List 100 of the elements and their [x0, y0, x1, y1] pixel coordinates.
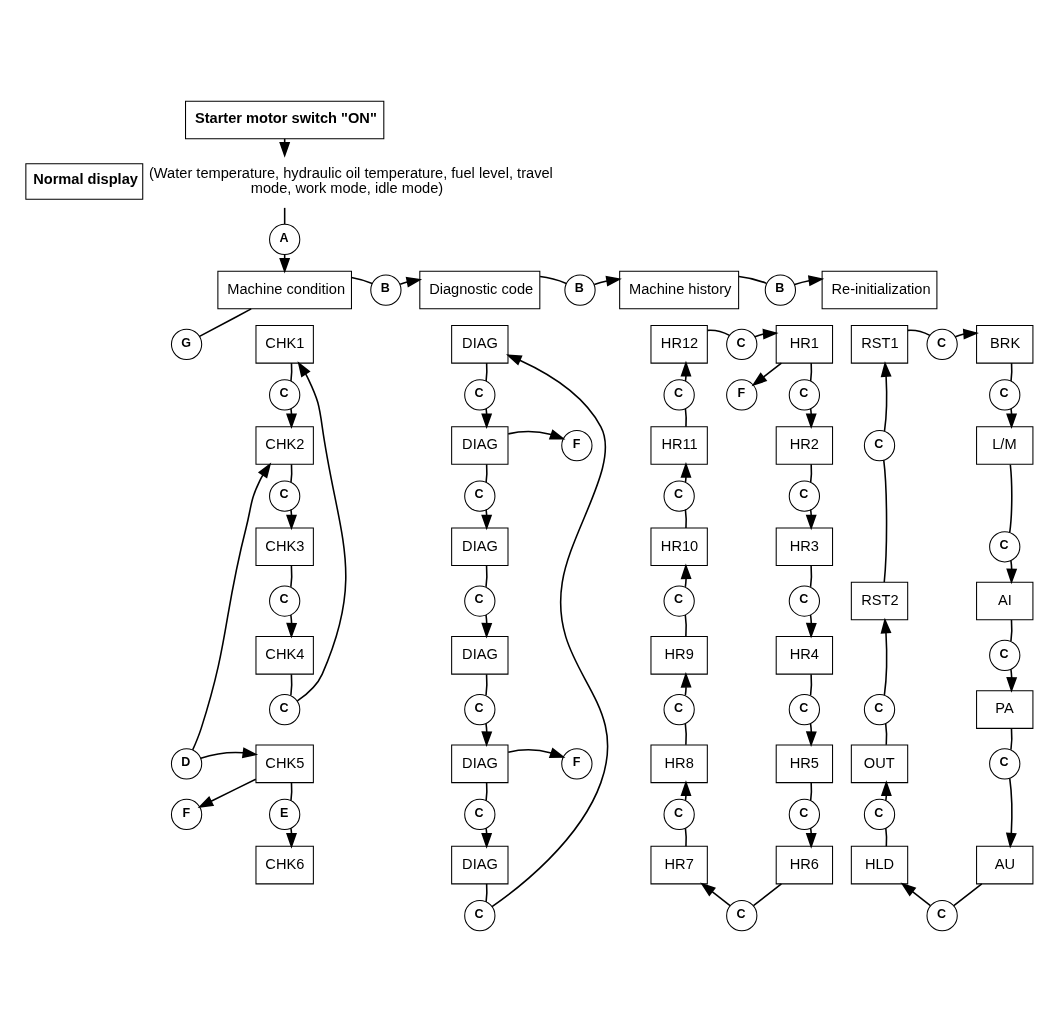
node-box: HR6 — [775, 845, 834, 885]
node-circle: C — [788, 379, 821, 411]
connector — [684, 722, 687, 746]
node-circle: F — [726, 379, 758, 411]
connector — [290, 673, 293, 697]
arrow — [197, 778, 257, 808]
arrow — [1005, 777, 1017, 849]
connector — [1010, 727, 1013, 751]
node-circle: C — [269, 480, 301, 512]
connector — [706, 329, 731, 337]
connector — [684, 827, 687, 848]
node-circle: C — [663, 585, 695, 617]
node-box: CHK2 — [255, 426, 314, 465]
node-box: AI — [976, 581, 1034, 621]
node-box: Starter motor switch "ON" — [185, 100, 385, 140]
node-circle: E — [269, 798, 301, 831]
arrow — [805, 722, 817, 748]
connector — [809, 673, 813, 697]
node-box: HR5 — [775, 744, 834, 784]
node-circle: C — [464, 585, 496, 617]
arrow — [754, 328, 779, 340]
arrow — [680, 563, 692, 588]
node-circle: C — [863, 429, 896, 462]
node-circle: B — [370, 274, 402, 306]
node-box: HR7 — [650, 845, 708, 885]
node-box: DIAG — [451, 845, 509, 885]
connector — [1008, 464, 1013, 534]
node-circle: C — [926, 328, 958, 360]
arrow — [296, 361, 347, 702]
node-box: Normal display — [25, 163, 144, 200]
connector — [809, 781, 813, 802]
connector — [884, 722, 888, 746]
connector — [738, 275, 768, 285]
node-circle: C — [788, 693, 821, 726]
node-box: HR2 — [775, 426, 834, 465]
node-circle: C — [863, 798, 896, 831]
node-circle: C — [663, 798, 695, 831]
node-box: HLD — [850, 845, 909, 885]
arrow — [880, 780, 892, 802]
node-circle: C — [726, 900, 758, 932]
arrow — [399, 276, 423, 288]
node-box: CHK6 — [255, 845, 314, 885]
connector — [350, 276, 373, 285]
arrow — [680, 360, 692, 382]
node-circle: C — [989, 531, 1021, 563]
node-box: DIAG — [451, 325, 509, 364]
node-label: (Water temperature, hydraulic oil temperature, fuel level, travel mode, work mode, idle mode) — [149, 164, 553, 197]
node-circle: C — [788, 585, 821, 617]
node-box: L/M — [976, 426, 1034, 465]
node-box: CHK3 — [255, 527, 314, 567]
connector — [882, 459, 888, 583]
node-circle: C — [663, 693, 695, 726]
node-box: DIAG — [451, 636, 509, 675]
connector — [684, 509, 687, 529]
arrow — [805, 614, 817, 639]
arrow — [593, 275, 622, 287]
node-box: RST1 — [850, 325, 909, 364]
arrow — [700, 882, 731, 907]
connector — [485, 362, 488, 382]
arrow — [793, 275, 825, 287]
node-circle: A — [269, 223, 301, 256]
node-box: DIAG — [451, 426, 509, 465]
arrow — [507, 429, 566, 440]
node-box: HR12 — [650, 325, 708, 364]
arrow — [900, 882, 932, 907]
node-circle: C — [726, 328, 758, 360]
arrow — [880, 361, 892, 432]
connector — [485, 673, 488, 697]
node-box: HR4 — [775, 636, 834, 675]
connector — [907, 329, 931, 337]
connector — [809, 362, 813, 382]
node-box: Machine condition — [217, 270, 352, 310]
connector — [684, 407, 687, 428]
node-box: HR1 — [775, 325, 834, 364]
connector — [809, 565, 813, 588]
node-box: DIAG — [451, 744, 509, 784]
node-circle: C — [464, 379, 496, 411]
node-circle: C — [926, 900, 958, 932]
node-circle: C — [464, 900, 496, 932]
node-box: HR9 — [650, 636, 708, 675]
connector — [485, 565, 488, 588]
node-circle: C — [464, 798, 496, 831]
node-box: CHK1 — [255, 325, 314, 364]
node-circle: G — [170, 328, 203, 360]
node-circle: C — [269, 693, 301, 726]
arrow — [191, 462, 272, 751]
node-circle: C — [269, 585, 301, 617]
node-circle: C — [663, 379, 695, 411]
arrow — [491, 354, 609, 908]
node-box: RST2 — [850, 581, 909, 621]
node-box: OUT — [850, 744, 909, 784]
node-box: DIAG — [451, 527, 509, 567]
node-circle: C — [269, 379, 301, 411]
arrow — [805, 509, 817, 531]
arrow — [880, 617, 892, 696]
node-box: AU — [976, 845, 1034, 885]
node-circle: C — [989, 379, 1021, 411]
node-box: HR10 — [650, 527, 708, 567]
arrow — [507, 747, 566, 758]
node-circle: D — [170, 748, 203, 780]
